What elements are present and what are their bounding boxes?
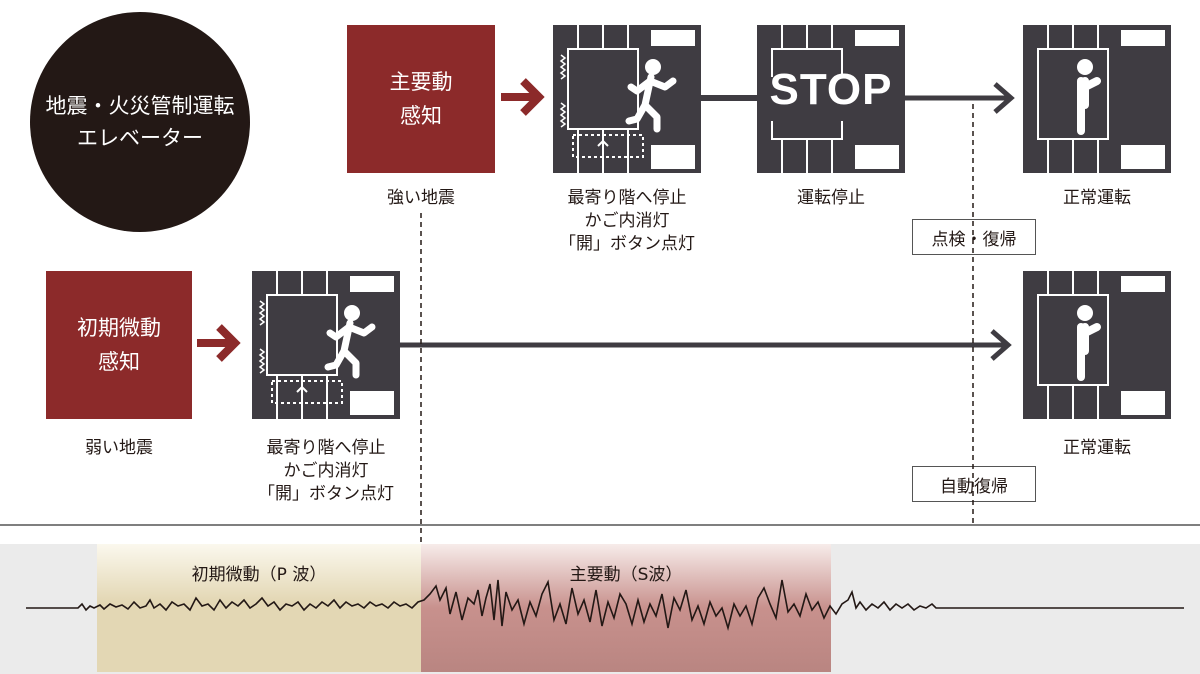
arrow-right-icon (501, 78, 545, 116)
p-wave-label: 初期微動（P 波） (191, 565, 327, 585)
inspection-recovery-tag: 点検・復帰 (912, 219, 1036, 255)
bottom-step1-line1: 最寄り階へ停止 (266, 438, 386, 458)
top-end-caption: 正常運転 (1063, 188, 1131, 208)
p-wave-band (97, 544, 421, 672)
title-badge: 地震・火災管制運転 エレベーター (30, 12, 250, 232)
s-wave-band (421, 544, 831, 672)
strong-quake-caption: 強い地震 (387, 188, 455, 208)
top-step1-line2: かご内消灯 (584, 211, 670, 231)
arrow-right-icon (197, 324, 241, 362)
main-shock-detect-line1: 主要動 (389, 70, 453, 94)
bottom-step1-line2: かご内消灯 (283, 461, 369, 481)
top-step1-line1: 最寄り階へ停止 (567, 188, 687, 208)
weak-quake-caption: 弱い地震 (85, 438, 153, 458)
top-step2-caption: 運転停止 (797, 188, 865, 208)
bottom-arrow-to-normal (400, 329, 1012, 361)
main-shock-detect-box: 主要動 感知 (347, 25, 495, 173)
title-line-1: 地震・火災管制運転 (45, 94, 235, 118)
bottom-step1-line3: 「開」ボタン点灯 (258, 484, 394, 504)
top-connector-1 (701, 95, 757, 101)
elevator-normal-icon (1023, 271, 1171, 419)
initial-tremor-detect-line1: 初期微動 (77, 316, 161, 340)
elevator-evacuation-icon (252, 271, 400, 419)
auto-recovery-tag: 自動復帰 (912, 466, 1036, 502)
bottom-end-caption: 正常運転 (1063, 438, 1131, 458)
title-line-2: エレベーター (77, 126, 203, 150)
elevator-evacuation-icon (553, 25, 701, 173)
seismic-waveform (26, 579, 1184, 632)
s-wave-label: 主要動（S波） (569, 565, 683, 585)
stop-label: STOP (769, 65, 893, 114)
elevator-stop-icon (757, 25, 905, 173)
top-step1-line3: 「開」ボタン点灯 (559, 234, 695, 254)
top-step1-caption: 最寄り階へ停止 かご内消灯 「開」ボタン点灯 (537, 187, 717, 256)
top-arrow-to-normal (905, 82, 1015, 114)
main-shock-detect-line2: 感知 (400, 104, 442, 128)
elevator-normal-icon (1023, 25, 1171, 173)
initial-tremor-detect-line2: 感知 (98, 350, 140, 374)
bottom-step1-caption: 最寄り階へ停止 かご内消灯 「開」ボタン点灯 (236, 437, 416, 506)
initial-tremor-detect-box: 初期微動 感知 (46, 271, 192, 419)
